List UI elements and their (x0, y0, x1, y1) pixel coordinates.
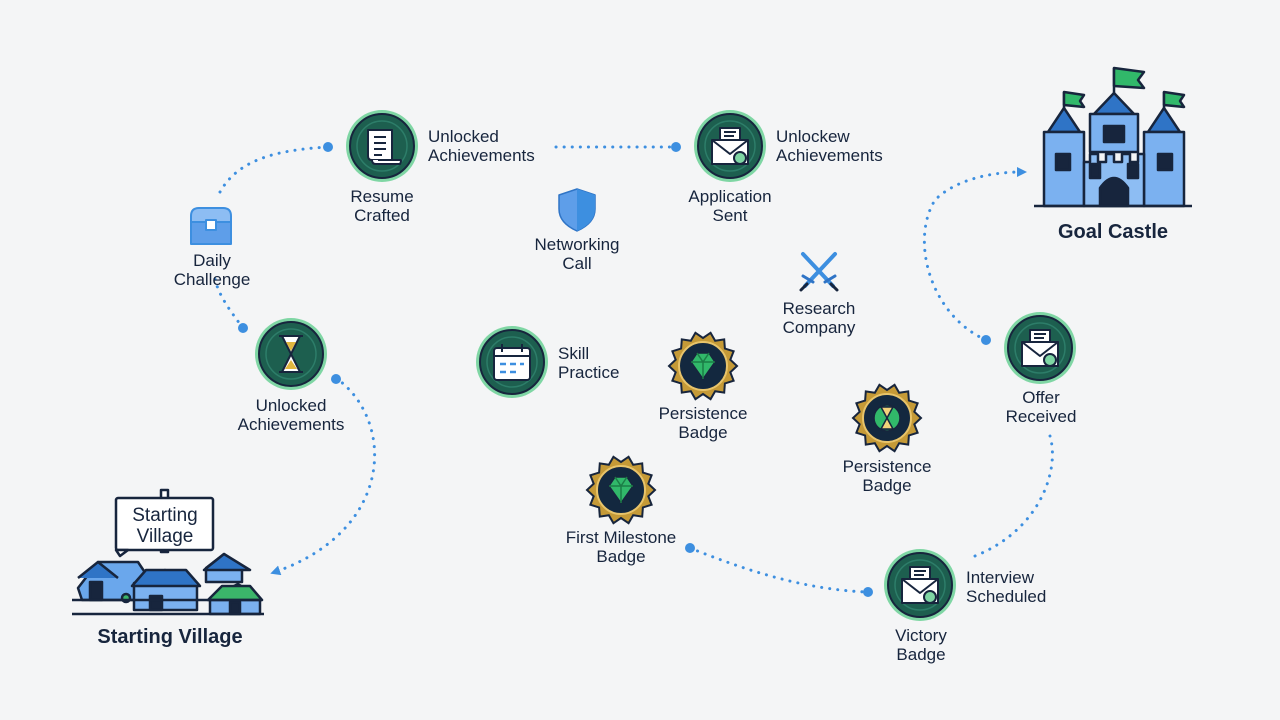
milestone-application[interactable] (692, 108, 768, 189)
badge-first-milestone[interactable] (585, 454, 657, 531)
path-interview-to-offer (973, 434, 1054, 558)
milestone-label: Unlocked Achievements (237, 396, 345, 434)
milestone-side-label: Skill Practice (558, 344, 620, 382)
path-milestone-to-interview (688, 546, 870, 594)
milestone-label: Offer Received (1005, 388, 1077, 426)
milestone-side-label: Unlocked Achievements (428, 127, 535, 165)
path-dot (238, 323, 248, 333)
path-dot (981, 335, 991, 345)
start-sign-text: Starting Village (132, 505, 198, 547)
envelope-seal-icon (1021, 329, 1059, 367)
calendar-icon (493, 344, 531, 381)
milestone-label: Victory Badge (895, 626, 947, 664)
icon-label: Research Company (782, 299, 856, 337)
envelope-seal-icon (901, 566, 939, 604)
milestone-interview[interactable] (882, 547, 958, 628)
scroll-icon (367, 129, 402, 165)
starting-village-caption: Starting Village (97, 626, 243, 648)
path-dot (671, 142, 681, 152)
milestone-side-label: Interview Scheduled (966, 568, 1047, 606)
badge-persistence-2[interactable] (851, 382, 923, 459)
milestone-hourglass[interactable] (253, 316, 329, 397)
badge-label: Persistence Badge (842, 457, 932, 495)
milestone-label: Resume Crafted (350, 187, 414, 225)
hourglass-icon (279, 335, 303, 373)
gem-icon (608, 476, 634, 504)
milestone-skill[interactable] (474, 324, 550, 405)
path-chest-to-resume (218, 145, 330, 194)
goal-castle-caption: Goal Castle (1057, 221, 1169, 243)
path-dot (685, 543, 695, 553)
milestone-offer[interactable] (1002, 310, 1078, 391)
badge-label: Persistence Badge (658, 404, 748, 442)
gem-icon (690, 352, 716, 380)
badge-label: First Milestone Badge (565, 528, 677, 566)
path-dot (323, 142, 333, 152)
crossed-swords-icon[interactable] (795, 248, 843, 301)
path-dot (331, 374, 341, 384)
milestone-resume[interactable] (344, 108, 420, 189)
icon-label: Networking Call (534, 235, 620, 273)
icon-label: Daily Challenge (173, 251, 251, 289)
badge-persistence-1[interactable] (667, 330, 739, 407)
shield-icon[interactable] (553, 185, 601, 238)
starting-village-illustration (72, 488, 264, 616)
envelope-seal-icon (711, 127, 749, 165)
path-hourglass-to-chest (212, 270, 245, 330)
treasure-chest-icon[interactable] (187, 202, 235, 255)
goal-castle-illustration (1034, 66, 1192, 208)
milestone-side-label: Unlockew Achievements (776, 127, 883, 165)
path-dot (863, 587, 873, 597)
milestone-label: Application Sent (688, 187, 772, 225)
hourglass-icon (873, 404, 901, 432)
